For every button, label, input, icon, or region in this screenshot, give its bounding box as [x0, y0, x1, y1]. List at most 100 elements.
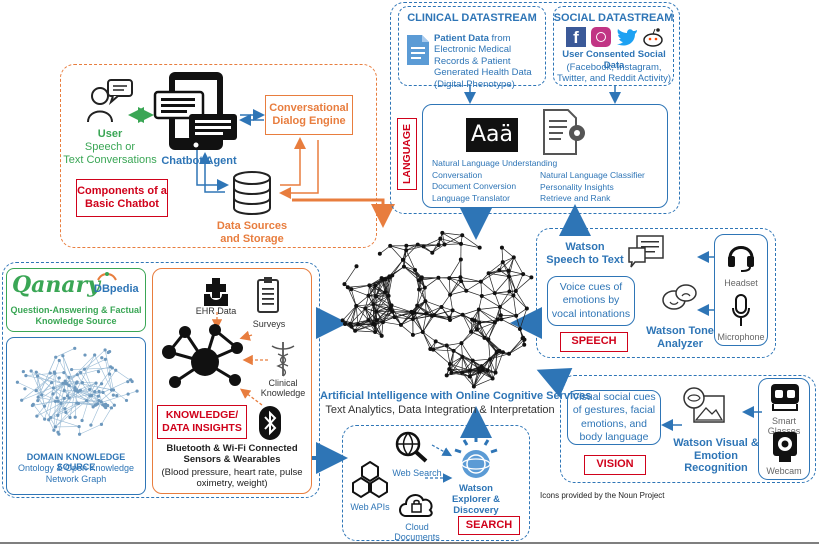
visual-recognition-icon — [683, 387, 725, 423]
graph-node — [15, 380, 20, 384]
brain-link — [418, 280, 426, 302]
brain-link — [422, 331, 431, 350]
graph-edge — [48, 419, 55, 431]
brain-link — [508, 339, 525, 355]
brain-link — [508, 276, 514, 296]
brain-node — [460, 370, 465, 375]
graph-edge — [54, 373, 58, 398]
brain-node — [494, 349, 499, 354]
brain-node — [478, 279, 483, 284]
brain-node — [374, 318, 379, 323]
brain-link — [478, 295, 483, 310]
brain-link — [344, 305, 357, 325]
brain-node — [390, 309, 395, 314]
brain-link — [469, 370, 475, 387]
brain-link — [449, 294, 453, 311]
brain-link — [449, 363, 471, 371]
graph-node — [61, 354, 65, 358]
brain-node — [419, 275, 424, 280]
brain-node — [374, 294, 379, 299]
graph-node — [108, 372, 112, 376]
brain-node — [513, 289, 518, 294]
graph-edge — [48, 393, 54, 420]
document-icon — [407, 35, 429, 65]
graph-node — [21, 369, 25, 374]
brain-link — [461, 360, 473, 373]
brain-link — [364, 295, 369, 309]
graph-node — [100, 356, 104, 360]
graph-edge — [101, 407, 112, 425]
brain-link — [412, 318, 424, 333]
brain-link — [394, 316, 413, 320]
brain-link — [480, 281, 483, 297]
brain-link — [488, 270, 509, 274]
brain-link — [461, 329, 478, 344]
brain-link — [433, 349, 451, 365]
brain-link — [405, 250, 416, 271]
graph-node — [115, 394, 119, 398]
graph-edge — [37, 383, 64, 401]
user-sub2: Text Conversations — [63, 154, 157, 166]
brain-link — [515, 315, 521, 330]
brain-node — [354, 264, 359, 269]
brain-node — [440, 230, 445, 235]
brain-node — [433, 339, 438, 344]
graph-node — [55, 396, 59, 400]
graph-edge — [79, 424, 102, 435]
headset-icon — [728, 246, 754, 272]
language-section — [390, 2, 680, 214]
graph-node — [51, 386, 56, 390]
brain-node — [506, 268, 511, 273]
brain-link — [513, 295, 528, 309]
graph-edge — [84, 359, 106, 370]
graph-node — [24, 374, 28, 378]
brain-link — [347, 285, 370, 288]
brain-node — [389, 303, 394, 308]
graph-edge — [80, 372, 100, 401]
graph-node — [48, 371, 52, 375]
graph-node — [126, 380, 130, 384]
brain-node — [342, 282, 347, 287]
brain-node — [477, 320, 482, 325]
brain-link — [400, 318, 414, 326]
graph-edge — [48, 400, 87, 420]
language-tag-text: LANGUAGE — [401, 123, 413, 185]
brain-node — [511, 293, 516, 298]
brain-node — [460, 233, 465, 238]
brain-link — [449, 350, 454, 365]
chatbot-to-ai-arrow — [292, 198, 395, 228]
brain-link — [461, 331, 472, 344]
watson-explorer-label: Watson Explorer & Discovery — [451, 483, 501, 516]
brain-node — [500, 260, 505, 265]
brain-node — [495, 317, 500, 322]
brain-node — [366, 318, 371, 323]
brain-link — [508, 344, 525, 355]
brain-node — [514, 313, 519, 318]
caduceus-icon — [271, 342, 295, 377]
graph-node — [47, 418, 51, 422]
brain-node — [415, 242, 420, 247]
graph-node — [30, 403, 35, 408]
user-sub1: Speech or — [84, 141, 136, 153]
graph-node — [34, 370, 38, 374]
graph-edge — [35, 372, 56, 391]
brain-link — [489, 359, 496, 373]
text-analysis-icon: Aaä — [466, 118, 518, 152]
twitter-icon — [617, 29, 637, 46]
dialog-engine-box: Conversational Dialog Engine — [265, 95, 353, 135]
brain-link — [450, 290, 467, 296]
brain-link — [495, 352, 504, 373]
graph-node — [103, 357, 107, 361]
brain-link — [389, 245, 404, 261]
brain-link — [442, 232, 462, 245]
graph-node — [126, 392, 130, 396]
brain-link — [481, 292, 495, 297]
brain-node — [486, 337, 491, 342]
graph-node — [61, 381, 65, 385]
graph-node — [35, 414, 39, 418]
brain-node — [379, 276, 384, 281]
brain-node — [459, 341, 464, 346]
brain-node — [366, 293, 371, 298]
brain-link — [425, 300, 435, 316]
brain-link — [373, 295, 389, 305]
